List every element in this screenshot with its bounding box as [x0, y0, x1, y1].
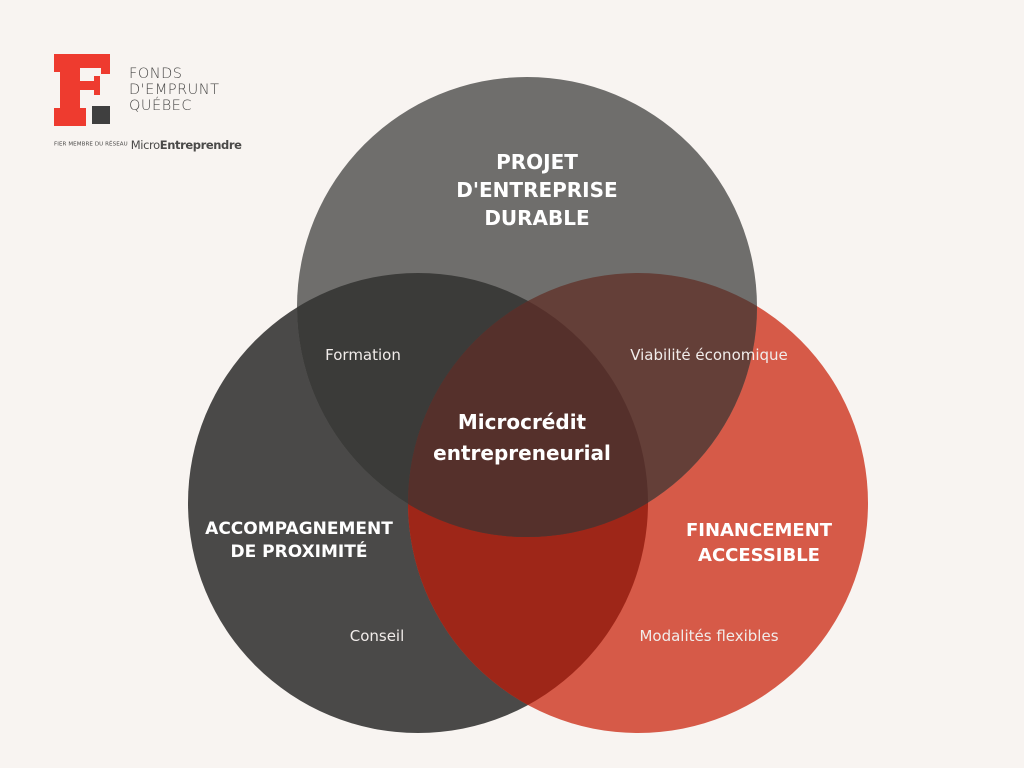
title-line: D'ENTREPRISE — [456, 178, 618, 202]
title-line: ACCESSIBLE — [698, 545, 820, 566]
logo-tagline-small: FIER MEMBRE DU RÉSEAU — [54, 141, 128, 148]
circle-top-title: PROJET D'ENTREPRISE DURABLE — [456, 148, 617, 232]
logo-name-line-2: D'EMPRUNT — [129, 82, 220, 98]
title-line: PROJET — [496, 150, 578, 174]
center-label-line: Microcrédit — [457, 410, 587, 434]
logo-name: FONDS D'EMPRUNT QUÉBEC — [129, 66, 219, 114]
title-line: ACCOMPAGNEMENT — [205, 519, 393, 539]
logo-f-mark-icon — [54, 54, 110, 126]
center-label: Microcrédit entrepreneurial — [433, 407, 611, 469]
intersection-center — [408, 273, 648, 537]
circle-right-title: FINANCEMENT ACCESSIBLE — [686, 518, 832, 568]
logo-network-light: Micro — [130, 137, 160, 152]
logo-name-line-1: FONDS — [129, 66, 183, 82]
logo-network-name: MicroEntreprendre — [131, 138, 242, 152]
label-conseil: Conseil — [349, 627, 405, 645]
fonds-emprunt-quebec-logo: FONDS D'EMPRUNT QUÉBEC FIER MEMBRE DU RÉ… — [54, 54, 242, 154]
title-line: DE PROXIMITÉ — [230, 542, 368, 562]
center-label-line: entrepreneurial — [433, 441, 611, 465]
logo-network-bold: Entreprendre — [159, 137, 242, 152]
label-formation: Formation — [325, 346, 401, 364]
label-viabilite-economique: Viabilité économique — [630, 346, 788, 364]
title-line: DURABLE — [484, 206, 590, 230]
circle-left-title: ACCOMPAGNEMENT DE PROXIMITÉ — [205, 518, 393, 564]
label-modalites-flexibles: Modalités flexibles — [639, 627, 779, 645]
logo-name-line-3: QUÉBEC — [129, 98, 192, 114]
title-line: FINANCEMENT — [685, 520, 833, 541]
